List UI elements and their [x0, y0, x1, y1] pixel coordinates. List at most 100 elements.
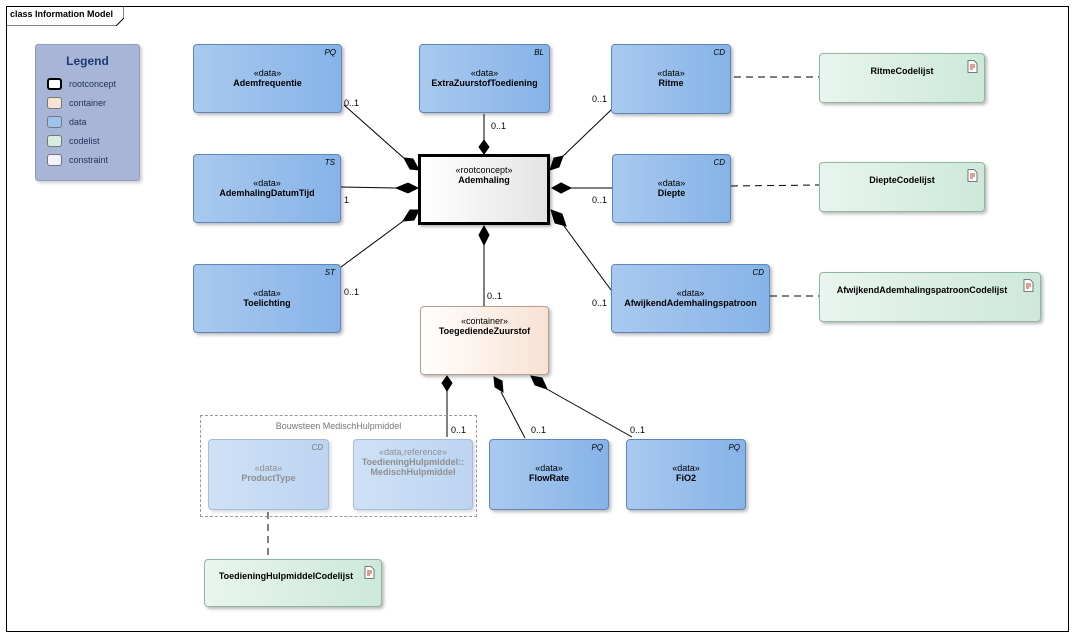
class-name-line1: ToedieningHulpmiddel::: [361, 457, 465, 467]
class-toegediendezuurstof[interactable]: «container» ToegediendeZuurstof: [420, 306, 549, 375]
class-name: AfwijkendAdemhalingspatroon: [624, 298, 757, 308]
multiplicity-label: 1: [344, 195, 350, 205]
class-flowrate[interactable]: PQ «data» FlowRate: [489, 439, 609, 510]
legend-label: container: [69, 98, 107, 108]
class-diepte[interactable]: CD «data» Diepte: [612, 154, 731, 223]
legend: Legend rootconcept container data codeli…: [35, 44, 140, 181]
codelist-toedieninghulpmiddel[interactable]: ToedieningHulpmiddelCodelijst: [204, 559, 382, 607]
document-icon: [967, 60, 978, 73]
class-stereotype: «data»: [253, 178, 281, 188]
legend-swatch: [47, 97, 62, 109]
class-fio2[interactable]: PQ «data» FiO2: [626, 439, 746, 510]
document-icon: [967, 169, 978, 182]
class-name: Ritme: [658, 78, 684, 88]
class-name-line2: MedischHulpmiddel: [370, 467, 456, 477]
document-icon: [1023, 279, 1034, 292]
assoc-ademfrequentie: [343, 104, 407, 161]
class-ritme[interactable]: CD «data» Ritme: [611, 44, 731, 114]
diamond-fio2: [530, 375, 548, 390]
codelist-afwijkendademhalingspatroon[interactable]: AfwijkendAdemhalingspatroonCodelijst: [819, 272, 1041, 322]
datatype-tag: CD: [713, 48, 725, 57]
legend-label: codelist: [69, 136, 100, 146]
diamond-flowrate: [493, 376, 504, 393]
class-stereotype: «data»: [253, 288, 281, 298]
datatype-tag: ST: [324, 268, 335, 277]
legend-swatch: [47, 154, 62, 166]
datatype-tag: PQ: [728, 443, 740, 452]
codelist-name: AfwijkendAdemhalingspatroonCodelijst: [836, 285, 1008, 295]
multiplicity-label: 0..1: [491, 121, 507, 131]
assoc-fio2: [544, 387, 633, 438]
multiplicity-label: 0..1: [451, 425, 467, 435]
class-name: ExtraZuurstofToediening: [431, 78, 538, 88]
diagram-frame: [6, 6, 1069, 632]
diamond-afwijkend: [550, 209, 567, 227]
multiplicity-label: 0..1: [592, 298, 608, 308]
class-name: Ademhaling: [458, 175, 510, 185]
class-stereotype: «data»: [676, 288, 705, 298]
class-stereotype: «data»: [470, 68, 499, 78]
class-name: ProductType: [241, 473, 296, 483]
class-name: AdemhalingDatumTijd: [219, 188, 315, 198]
legend-label: constraint: [69, 155, 109, 165]
class-ademhalingdatumtijd[interactable]: TS «data» AdemhalingDatumTijd: [193, 154, 341, 223]
datatype-tag: TS: [324, 158, 335, 167]
class-stereotype: «data»: [657, 178, 686, 188]
codelist-name: ToedieningHulpmiddelCodelijst: [218, 571, 354, 581]
assoc-datumtijd: [340, 186, 397, 189]
package-frame: [200, 415, 477, 517]
diamond-diepte: [550, 182, 573, 194]
diamond-extrazuurstof: [478, 139, 490, 155]
codelist-diepte[interactable]: DiepteCodelijst: [819, 162, 985, 212]
class-name: Toelichting: [243, 298, 291, 308]
codelist-link-diepte: [730, 184, 820, 187]
class-name: FiO2: [675, 473, 696, 483]
codelist-ritme[interactable]: RitmeCodelijst: [819, 53, 985, 103]
class-stereotype: «container»: [460, 316, 509, 326]
datatype-tag: BL: [534, 48, 544, 57]
frame-tab: [6, 6, 124, 26]
class-ademhaling[interactable]: «rootconcept» Ademhaling: [418, 154, 550, 225]
class-afwijkendademhalingspatroon[interactable]: CD «data» AfwijkendAdemhalingspatroon: [611, 264, 770, 333]
class-toedieninghulpmiddel-medischhulpmiddel[interactable]: «data,reference» ToedieningHulpmiddel:: …: [353, 439, 473, 510]
class-toelichting[interactable]: ST «data» Toelichting: [193, 264, 341, 333]
multiplicity-label: 0..1: [592, 94, 608, 104]
assoc-afwijkend: [563, 225, 612, 291]
class-name: Ademfrequentie: [233, 78, 302, 88]
datatype-tag: PQ: [591, 443, 603, 452]
legend-label: rootconcept: [69, 79, 117, 89]
frame-title: class Information Model: [10, 9, 114, 19]
legend-swatch: [47, 78, 62, 90]
diamond-datumtijd: [394, 182, 420, 194]
legend-swatch: [47, 116, 62, 128]
class-name: ToegediendeZuurstof: [438, 326, 531, 336]
assoc-toelichting: [340, 218, 407, 268]
class-ademfrequentie[interactable]: PQ «data» Ademfrequentie: [193, 44, 342, 113]
multiplicity-label: 0..1: [531, 425, 547, 435]
codelist-name: DiepteCodelijst: [869, 175, 935, 185]
legend-label: data: [69, 117, 87, 127]
multiplicity-label: 0..1: [487, 291, 503, 301]
diamond-toegediende: [478, 224, 490, 247]
datatype-tag: CD: [713, 158, 725, 167]
class-producttype[interactable]: CD «data» ProductType: [208, 439, 329, 510]
assoc-flowrate: [500, 391, 526, 439]
class-stereotype: «data»: [253, 68, 282, 78]
multiplicity-label: 0..1: [630, 425, 646, 435]
diamond-toelichting: [402, 209, 420, 222]
document-icon: [364, 566, 375, 579]
legend-swatch: [47, 135, 62, 147]
class-stereotype: «data»: [657, 68, 685, 78]
multiplicity-label: 0..1: [344, 98, 360, 108]
multiplicity-label: 0..1: [344, 287, 360, 297]
datatype-tag: PQ: [324, 48, 336, 57]
assoc-ritme: [558, 109, 612, 161]
class-name: Diepte: [657, 188, 686, 198]
class-stereotype: «data»: [535, 463, 563, 473]
class-extrazuurstoftoediening[interactable]: BL «data» ExtraZuurstofToediening: [419, 44, 550, 113]
class-stereotype: «rootconcept»: [455, 165, 513, 175]
class-stereotype: «data»: [254, 463, 283, 473]
datatype-tag: CD: [752, 268, 764, 277]
codelist-name: RitmeCodelijst: [870, 66, 934, 76]
